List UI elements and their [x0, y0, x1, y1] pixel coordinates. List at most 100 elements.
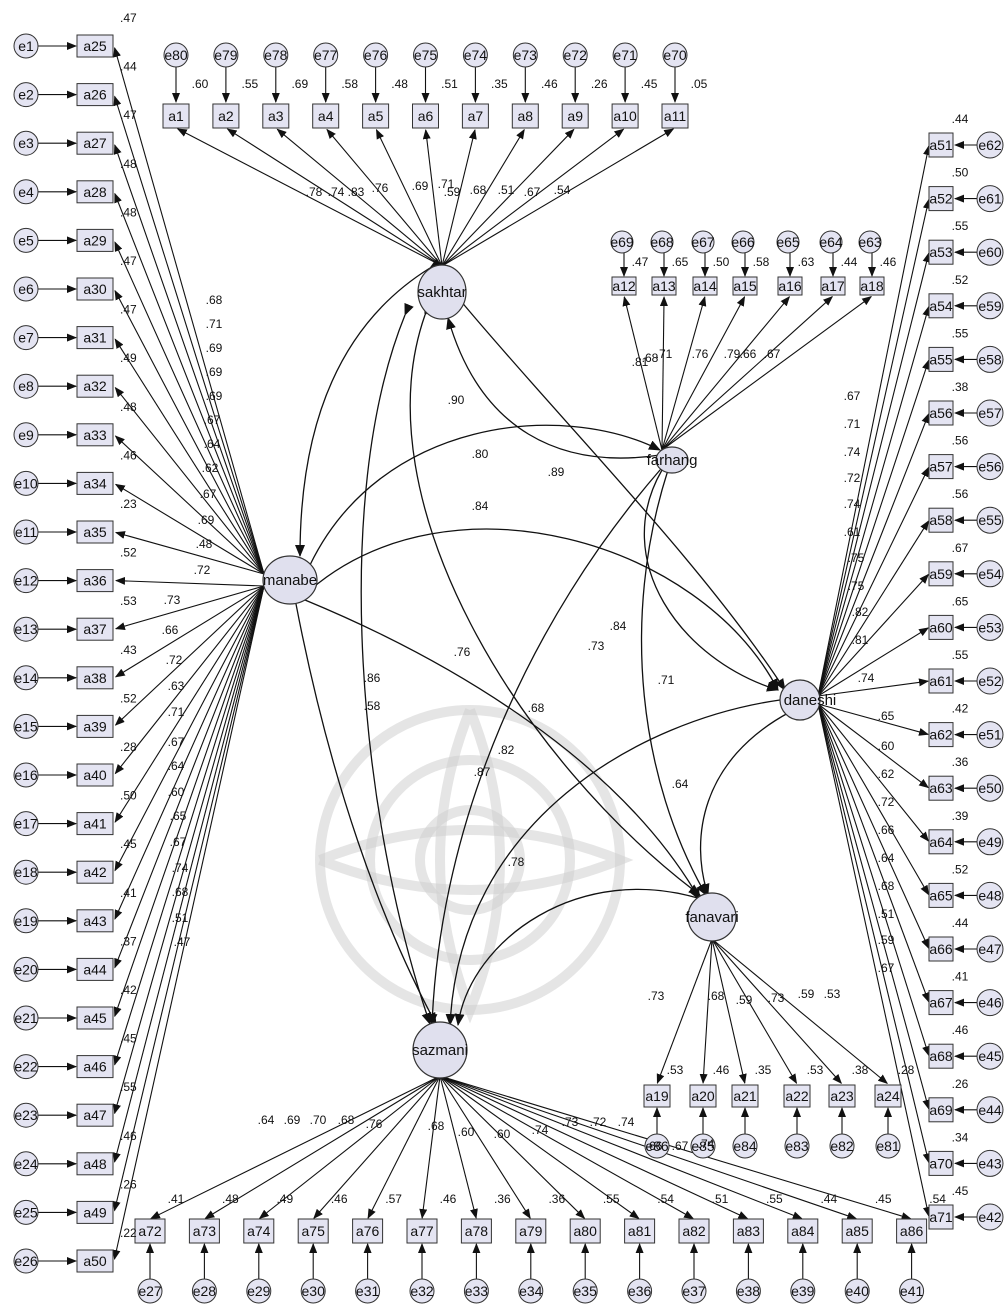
indicator-a52-label: a52: [929, 191, 953, 207]
indicator-a61-label: a61: [929, 673, 953, 689]
r2-a30: .47: [120, 254, 137, 268]
indicator-a15-label: a15: [733, 278, 757, 294]
loading-a28: .69: [206, 365, 223, 379]
error-e68-label: e68: [650, 234, 674, 250]
error-e23-label: e23: [14, 1107, 38, 1123]
r2-a36: .52: [120, 546, 137, 560]
loading-a73: .69: [284, 1113, 301, 1127]
indicator-a69-label: a69: [929, 1102, 953, 1118]
covariance-label-farhang-daneshi: .73: [588, 639, 605, 653]
r2-a62: .42: [952, 702, 969, 716]
latent-sazmani-label: sazmani: [412, 1042, 468, 1059]
loading-arrow-a27: [115, 145, 264, 574]
error-e75-label: e75: [414, 47, 438, 63]
indicator-a23-label: a23: [830, 1088, 854, 1104]
r2-a85: .45: [875, 1192, 892, 1206]
loading-a40: .63: [168, 679, 185, 693]
loading-a52: .71: [844, 417, 861, 431]
r2-a71: .45: [952, 1184, 969, 1198]
loading-a26: .71: [206, 317, 223, 331]
error-e50-label: e50: [978, 780, 1002, 796]
error-e17-label: e17: [14, 816, 38, 832]
error-e35-label: e35: [574, 1283, 598, 1299]
error-e10-label: e10: [14, 475, 38, 491]
error-e18-label: e18: [14, 864, 38, 880]
error-e73-label: e73: [514, 47, 538, 63]
loading-a25: .68: [206, 293, 223, 307]
loading-a37: .73: [164, 593, 181, 607]
loading-a61: .74: [858, 671, 875, 685]
loading-a34: .69: [198, 513, 215, 527]
error-e47-label: e47: [978, 941, 1002, 957]
indicator-a6-label: a6: [418, 108, 434, 124]
watermark-ornament: [320, 710, 620, 1010]
loading-a68: .68: [878, 879, 895, 893]
error-e56-label: e56: [978, 459, 1002, 475]
indicator-a24-label: a24: [876, 1088, 900, 1104]
loading-arrow-a48: [115, 586, 264, 1162]
indicator-a22-label: a22: [785, 1088, 809, 1104]
r2-a23: .38: [852, 1063, 869, 1077]
loading-arrow-a34: [116, 484, 264, 574]
indicator-a46-label: a46: [83, 1059, 107, 1075]
loading-arrow-a23: [712, 939, 841, 1083]
r2-a17: .44: [841, 255, 858, 269]
covariance-manabe-sazmani: [296, 604, 436, 1024]
loading-a79: .60: [494, 1127, 511, 1141]
indicator-a5-label: a5: [368, 108, 384, 124]
error-e4-label: e4: [18, 184, 34, 200]
r2-a26: .44: [120, 60, 137, 74]
r2-a47: .55: [120, 1080, 137, 1094]
loading-a35: .48: [196, 537, 213, 551]
loading-a51: .67: [844, 389, 861, 403]
loading-arrow-a66: [818, 704, 929, 948]
indicator-a35-label: a35: [83, 524, 107, 540]
indicator-a42-label: a42: [83, 864, 107, 880]
loading-arrow-a16: [662, 297, 789, 450]
loading-a42: .67: [168, 735, 185, 749]
error-e54-label: e54: [978, 566, 1002, 582]
r2-a60: .65: [952, 594, 969, 608]
indicator-a31-label: a31: [83, 330, 107, 346]
r2-a70: .34: [952, 1130, 969, 1144]
loading-arrow-a56: [818, 414, 929, 696]
loading-a45: .65: [170, 809, 187, 823]
loading-a27: .69: [206, 341, 223, 355]
loading-a83: .74: [618, 1115, 635, 1129]
loading-a75: .68: [338, 1113, 355, 1127]
r2-a8: .46: [541, 77, 558, 91]
loading-arrow-a50: [115, 586, 264, 1259]
error-e84-label: e84: [733, 1138, 757, 1154]
loading-arrow-a32: [115, 388, 264, 574]
loading-a58: .75: [848, 579, 865, 593]
indicator-a70-label: a70: [929, 1155, 953, 1171]
loading-a66: .66: [878, 823, 895, 837]
r2-a13: .65: [672, 255, 689, 269]
covariance-label-farhang-sakhtar: .89: [548, 465, 565, 479]
error-e76-label: e76: [364, 47, 388, 63]
error-e62-label: e62: [978, 137, 1002, 153]
r2-a38: .43: [120, 643, 137, 657]
covariance-farhang-sazmani: [432, 470, 660, 1025]
indicator-a20-label: a20: [691, 1088, 715, 1104]
error-e40-label: e40: [846, 1283, 870, 1299]
error-e6-label: e6: [18, 281, 34, 297]
loading-a72: .64: [258, 1113, 275, 1127]
error-e34-label: e34: [519, 1283, 543, 1299]
covariance-label-daneshi-fanavari: .71: [658, 673, 675, 687]
indicator-a21-label: a21: [733, 1088, 757, 1104]
loading-a10: .67: [524, 185, 541, 199]
loading-arrow-a67: [818, 704, 929, 1002]
indicator-a14-label: a14: [693, 278, 717, 294]
indicator-a3-label: a3: [268, 108, 284, 124]
r2-a35: .23: [120, 497, 137, 511]
covariance-label-sakhtar-manabe: .90: [448, 393, 465, 407]
covariance-label-sakhtar-sazmani: .86: [364, 671, 381, 685]
loading-a21: .59: [736, 993, 753, 1007]
r2-a18: .46: [880, 255, 897, 269]
loading-arrow-a65: [818, 704, 929, 895]
error-e69-label: e69: [610, 234, 634, 250]
indicator-a12-label: a12: [612, 278, 636, 294]
indicator-a55-label: a55: [929, 351, 953, 367]
loading-a60: .81: [852, 633, 869, 647]
